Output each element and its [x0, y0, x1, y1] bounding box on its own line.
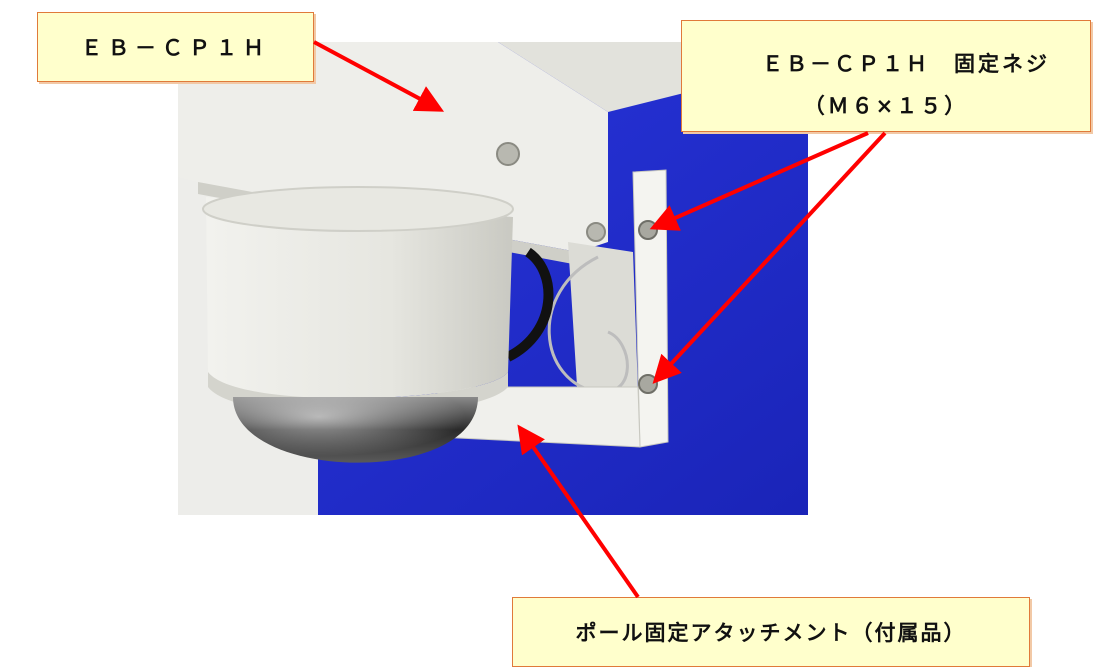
fixing-screw-title: ＥＢ－ＣＰ１Ｈ 固定ネジ [762, 52, 1050, 76]
housing-screw [496, 142, 520, 166]
housing-screw-2 [586, 222, 606, 242]
fixing-screw-callout: ＥＢ－ＣＰ１Ｈ 固定ネジ （Ｍ６×１５） [681, 20, 1091, 132]
pole-attachment-label: ポール固定アタッチメント（付属品） [575, 621, 967, 645]
camera-model-label: ＥＢ－ＣＰ１Ｈ [81, 36, 270, 60]
camera-body [206, 197, 513, 399]
plate-screw-top [638, 220, 658, 240]
camera-cable [505, 247, 554, 362]
camera-model-callout: ＥＢ－ＣＰ１Ｈ [37, 12, 314, 82]
plate-screw-bottom [638, 374, 658, 394]
pole-attachment-callout: ポール固定アタッチメント（付属品） [512, 597, 1030, 667]
camera-body-top [202, 186, 514, 232]
fixing-screw-spec: （Ｍ６×１５） [803, 94, 969, 118]
camera-dome-shine [233, 397, 478, 463]
